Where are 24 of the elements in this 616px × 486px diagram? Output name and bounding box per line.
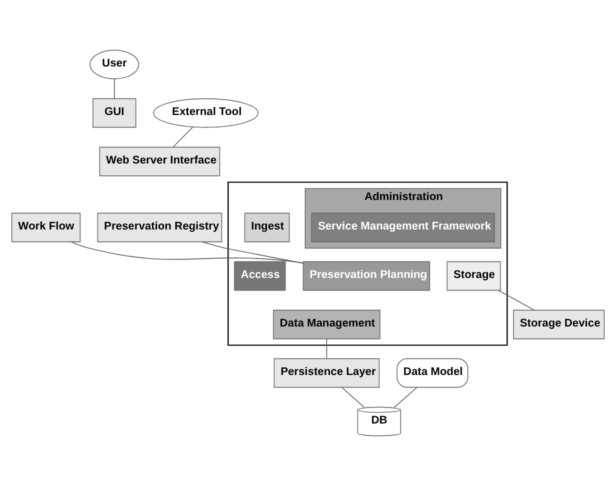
node-box: Service Management Framework	[311, 212, 495, 242]
connector	[394, 386, 418, 408]
connector	[326, 338, 328, 359]
node-box: Storage Device	[513, 310, 605, 340]
node-ellipse: External Tool	[153, 98, 259, 128]
node-box: Preservation Planning	[302, 261, 430, 291]
connector	[202, 242, 304, 264]
connector	[114, 78, 115, 99]
node-box: GUI	[92, 98, 136, 128]
node-box: Work Flow	[11, 212, 81, 242]
connector	[172, 126, 194, 148]
connector	[498, 290, 535, 311]
node-box: Persistence Layer	[274, 358, 380, 388]
node-box: Data Management	[273, 310, 380, 340]
connector	[341, 386, 365, 408]
node-box: Ingest	[244, 212, 290, 242]
node-box: Storage	[446, 261, 501, 291]
node-box: Data Model	[396, 358, 468, 388]
node-box: Preservation Registry	[97, 212, 222, 242]
node-ellipse: User	[90, 50, 140, 80]
node-box: Access	[234, 261, 286, 291]
connector	[70, 241, 304, 264]
node-box: Web Server Interface	[99, 146, 220, 176]
cluster	[228, 182, 508, 346]
